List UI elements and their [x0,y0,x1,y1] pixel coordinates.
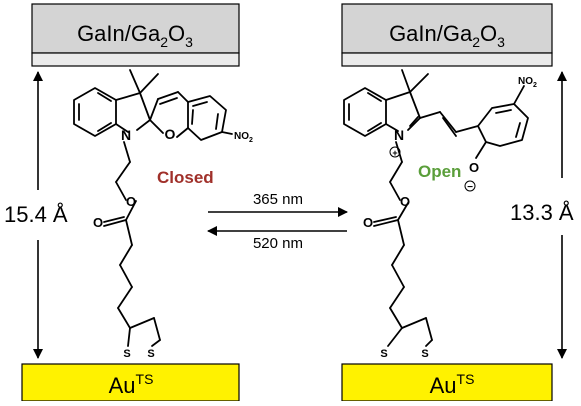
bottom-electrode-right: AuTS [341,363,553,402]
minus-charge: − [467,182,473,193]
top-electrode-right-label: GaIn/Ga2O3 [389,21,505,50]
atom-o-carbonyl-open: O [363,215,373,230]
atom-o-ester-open: O [400,194,410,209]
molecule-closed-atoms: N O O O NO2 S S [93,126,253,360]
minus-charge-circle [464,180,476,192]
plus-charge: + [392,148,397,158]
top-electrode-left: GaIn/Ga2O3 [31,3,240,67]
molecule-open [343,69,529,347]
atom-o-phenolate-open: O [469,160,479,175]
molecule-open-atoms: N + O O O − NO2 S S [363,76,537,360]
plus-charge-circle [389,146,401,158]
state-label-closed: Closed [157,168,214,187]
atom-o-carbonyl-closed: O [93,215,103,230]
atom-s2-closed: S [147,348,154,360]
atom-s2-open: S [421,348,428,360]
atom-o-ring-closed: O [165,126,176,142]
atom-s1-closed: S [123,348,130,360]
wavelength-reverse: 520 nm [253,235,303,252]
bottom-electrode-left: AuTS [21,363,240,402]
state-label-open: Open [418,162,461,181]
nitro-group-closed: NO2 [234,131,253,144]
top-electrode-right: GaIn/Ga2O3 [341,3,553,67]
distance-label-closed: 15.4 Å [4,202,68,227]
top-electrode-left-label: GaIn/Ga2O3 [77,21,193,50]
atom-o-ester-closed: O [126,194,136,209]
atom-s1-open: S [380,348,387,360]
bottom-electrode-right-label: AuTS [430,371,475,398]
wavelength-forward: 365 nm [253,191,303,208]
atom-n-open: N [394,127,404,143]
molecule-closed [73,69,233,347]
atom-n-closed: N [121,127,131,143]
bottom-electrode-left-label: AuTS [109,371,154,398]
nitro-group-open: NO2 [518,76,537,89]
distance-label-open: 13.3 Å [510,200,574,225]
